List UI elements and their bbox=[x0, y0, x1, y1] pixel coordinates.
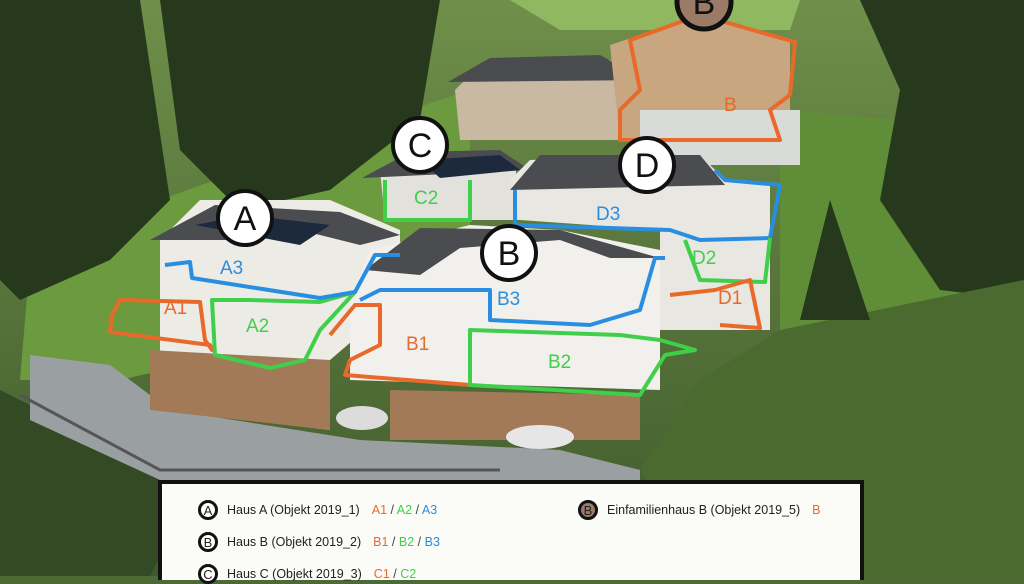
marker-icon: A bbox=[198, 500, 218, 520]
label-b-house[interactable]: B bbox=[724, 95, 737, 116]
label-c2[interactable]: C2 bbox=[414, 188, 438, 209]
sep: / bbox=[393, 567, 397, 581]
outline-a1 bbox=[108, 298, 214, 352]
code: A2 bbox=[396, 503, 413, 517]
marker-icon: C bbox=[198, 564, 218, 584]
legend-item-haus-c: C Haus C (Objekt 2019_3) C1 / C2 bbox=[198, 564, 416, 584]
outline-b-house bbox=[618, 13, 797, 142]
code: A1 bbox=[371, 503, 388, 517]
sep: / bbox=[391, 535, 396, 549]
outline-d3 bbox=[513, 168, 782, 242]
outline-b1 bbox=[328, 303, 472, 387]
svg-text:D: D bbox=[635, 147, 660, 185]
marker-b[interactable]: B bbox=[480, 224, 538, 282]
outline-a3 bbox=[164, 253, 400, 300]
marker-a[interactable]: A bbox=[216, 189, 274, 247]
legend: A Haus A (Objekt 2019_1) A1 / A2 / A3 B … bbox=[158, 480, 864, 584]
label-b2[interactable]: B2 bbox=[548, 352, 571, 373]
code: B1 bbox=[373, 535, 389, 549]
code: A3 bbox=[421, 503, 438, 517]
label-a1[interactable]: A1 bbox=[164, 298, 187, 319]
legend-label: Haus C (Objekt 2019_3) bbox=[227, 567, 362, 581]
label-d3[interactable]: D3 bbox=[596, 204, 620, 225]
legend-item-haus-a: A Haus A (Objekt 2019_1) A1 / A2 / A3 bbox=[198, 500, 437, 520]
sep: / bbox=[415, 503, 420, 517]
marker-icon: B bbox=[578, 500, 598, 520]
sep: / bbox=[417, 535, 422, 549]
code: C1 bbox=[373, 567, 390, 581]
outline-d1 bbox=[669, 278, 762, 330]
outline-c2 bbox=[383, 180, 472, 222]
code: C2 bbox=[400, 567, 417, 581]
legend-item-haus-b: B Haus B (Objekt 2019_2) B1 / B2 / B3 bbox=[198, 532, 440, 552]
code: B3 bbox=[424, 535, 440, 549]
outline-a2 bbox=[210, 290, 357, 370]
svg-text:A: A bbox=[234, 200, 257, 238]
label-d1[interactable]: D1 bbox=[718, 288, 742, 309]
outline-b2 bbox=[468, 328, 697, 397]
label-b3[interactable]: B3 bbox=[497, 289, 520, 310]
label-b1[interactable]: B1 bbox=[406, 334, 429, 355]
marker-c[interactable]: C bbox=[391, 116, 449, 174]
code: B2 bbox=[398, 535, 415, 549]
svg-text:B: B bbox=[693, 0, 716, 22]
outline-b3 bbox=[359, 256, 665, 327]
label-a2[interactable]: A2 bbox=[246, 316, 269, 337]
outline-d2 bbox=[683, 237, 772, 284]
label-a3[interactable]: A3 bbox=[220, 258, 243, 279]
label-d2[interactable]: D2 bbox=[692, 248, 716, 269]
marker-d[interactable]: D bbox=[618, 136, 676, 194]
marker-icon: B bbox=[198, 532, 218, 552]
legend-label: Einfamilienhaus B (Objekt 2019_5) bbox=[607, 503, 801, 517]
legend-item-einfamilienhaus-b: B Einfamilienhaus B (Objekt 2019_5) B bbox=[578, 500, 821, 520]
legend-label: Haus A (Objekt 2019_1) bbox=[227, 503, 360, 517]
svg-text:B: B bbox=[498, 235, 521, 273]
marker-b-house[interactable]: B bbox=[674, 0, 734, 32]
legend-label: Haus B (Objekt 2019_2) bbox=[227, 535, 362, 549]
code: B bbox=[812, 503, 821, 517]
sep: / bbox=[390, 503, 394, 517]
svg-text:C: C bbox=[408, 127, 433, 165]
